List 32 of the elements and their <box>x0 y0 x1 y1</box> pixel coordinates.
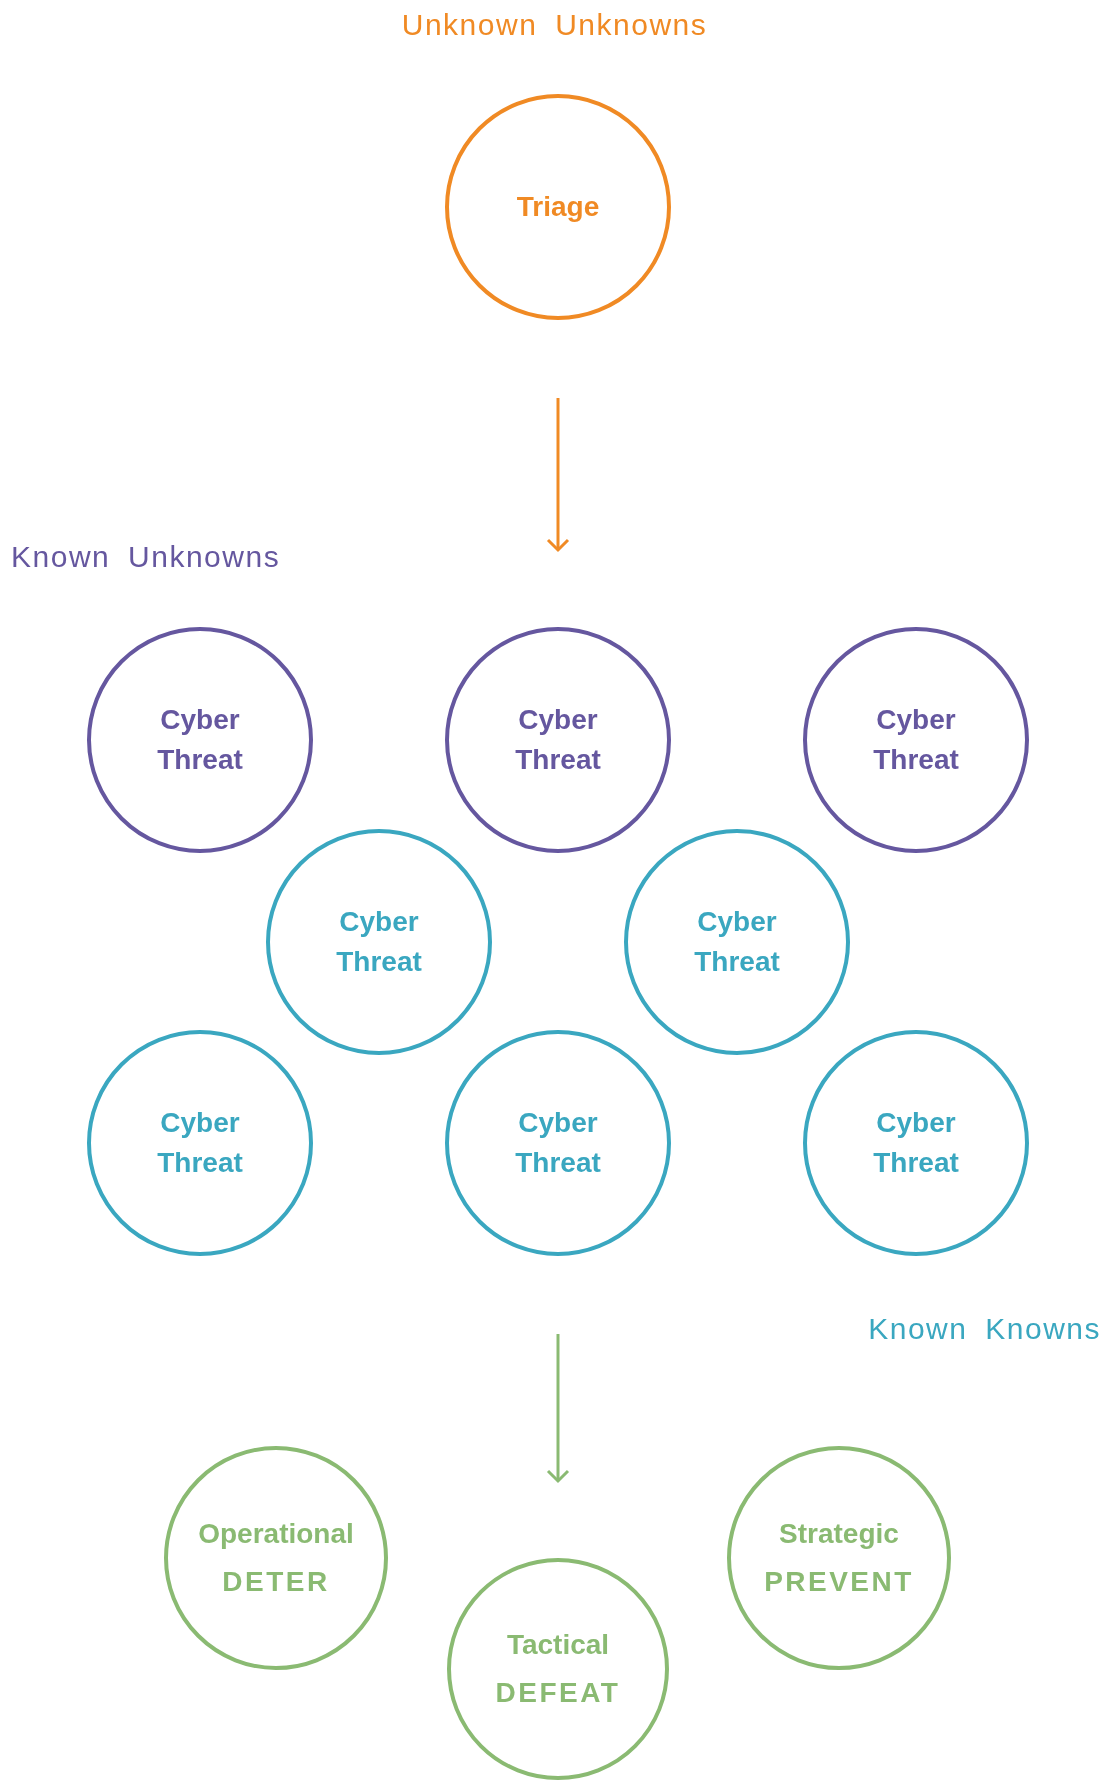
circle-node <box>445 1030 671 1256</box>
circle-node <box>447 1558 669 1780</box>
circle-node <box>266 829 492 1055</box>
node-action: PREVENT <box>764 1565 914 1599</box>
node-label: Cyber Threat <box>335 905 423 979</box>
circle-node <box>803 627 1029 853</box>
node-label: Cyber Threat <box>156 1106 244 1180</box>
section-heading: Known Knowns <box>868 1312 1101 1346</box>
node-title: Operational <box>198 1517 354 1551</box>
node-label: Cyber Threat <box>514 1106 602 1180</box>
node-action: DEFEAT <box>495 1676 621 1710</box>
circle-node <box>803 1030 1029 1256</box>
circle-node <box>87 627 313 853</box>
node-label: Cyber Threat <box>514 703 602 777</box>
arrow <box>546 1334 570 1483</box>
section-heading: Unknown Unknowns <box>401 8 708 42</box>
node-label: Cyber Threat <box>693 905 781 979</box>
circle-node <box>624 829 850 1055</box>
node-title: Tactical <box>506 1628 610 1662</box>
node-title: Strategic <box>779 1517 899 1551</box>
node-action: DETER <box>222 1565 330 1599</box>
node-label: Triage <box>516 190 600 224</box>
node-label: Cyber Threat <box>872 1106 960 1180</box>
node-label: Cyber Threat <box>872 703 960 777</box>
circle-node <box>87 1030 313 1256</box>
circle-node <box>727 1446 951 1670</box>
arrow <box>546 398 570 552</box>
section-heading: Known Unknowns <box>11 540 281 574</box>
circle-node <box>164 1446 388 1670</box>
circle-node <box>445 94 671 320</box>
circle-node <box>445 627 671 853</box>
node-label: Cyber Threat <box>156 703 244 777</box>
